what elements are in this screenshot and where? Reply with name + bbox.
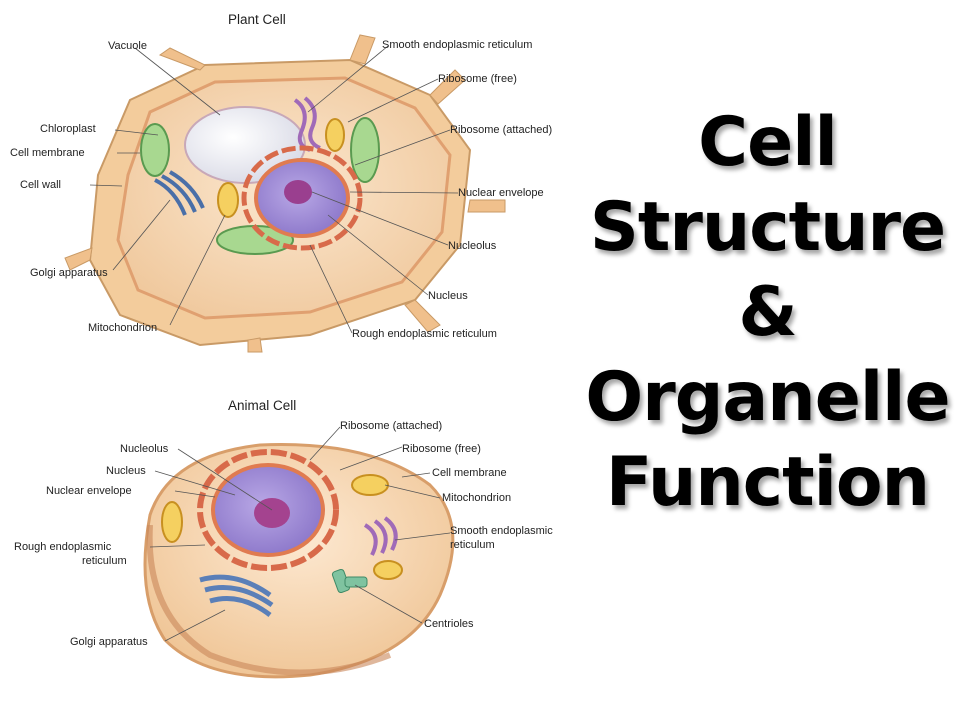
label-rough-er: Rough endoplasmic reticulum [352, 328, 497, 340]
plant-cell-title: Plant Cell [228, 12, 286, 27]
label-golgi: Golgi apparatus [30, 267, 108, 279]
golgi-apparatus [199, 574, 274, 617]
label-mitochondrion: Mitochondrion [88, 322, 157, 334]
label-mitochondrion: Mitochondrion [442, 492, 511, 504]
golgi-apparatus [154, 170, 205, 216]
label-nuclear-envelope: Nuclear envelope [46, 485, 132, 497]
animal-cell-diagram: Animal Cell Nucleolus Nucleus Nuclear en… [10, 385, 570, 700]
slide-title-line: & [738, 273, 797, 352]
chloroplast [140, 123, 170, 177]
label-ribosome-free: Ribosome (free) [402, 443, 481, 455]
label-nucleus: Nucleus [428, 290, 468, 302]
label-nucleolus: Nucleolus [448, 240, 497, 252]
rough-er [197, 449, 339, 571]
slide-title-line: Organelle [585, 358, 950, 437]
mitochondrion [217, 182, 239, 218]
mitochondrion [325, 118, 345, 152]
label-smooth-er-line1: Smooth endoplasmic [450, 525, 553, 537]
nucleolus [284, 180, 312, 204]
label-chloroplast: Chloroplast [40, 123, 96, 135]
animal-cell-svg: Animal Cell Nucleolus Nucleus Nuclear en… [14, 398, 553, 679]
label-cell-membrane: Cell membrane [432, 467, 507, 479]
rough-er [241, 145, 363, 251]
mitochondrion [161, 501, 183, 543]
animal-cell-title: Animal Cell [228, 398, 296, 413]
slide-title-line: Cell [698, 103, 838, 182]
label-nucleus: Nucleus [106, 465, 146, 477]
slide-title: Cell Structure & Organelle Function [575, 100, 960, 525]
plant-cell-diagram: Plant Cell Vacuole Chloroplast Cell memb… [10, 0, 570, 355]
cell-membrane [146, 524, 392, 676]
plant-cell-svg: Plant Cell Vacuole Chloroplast Cell memb… [10, 12, 552, 353]
label-ribosome-attached: Ribosome (attached) [450, 124, 552, 136]
mitochondrion [373, 560, 403, 580]
label-nuclear-envelope: Nuclear envelope [458, 187, 544, 199]
slide-title-line: Structure [589, 188, 946, 267]
cell-wall-extension [429, 69, 466, 105]
cell-wall-extension [404, 299, 441, 333]
cell-wall-extension [467, 199, 506, 213]
centrioles [331, 568, 368, 594]
cell-wall-extension [247, 337, 263, 353]
label-nucleolus: Nucleolus [120, 443, 169, 455]
chloroplast [350, 117, 380, 183]
label-vacuole: Vacuole [108, 40, 147, 52]
cell-wall-extension [64, 247, 93, 271]
slide-title-line: Function [605, 443, 930, 522]
label-golgi: Golgi apparatus [70, 636, 148, 648]
smooth-er [363, 516, 398, 556]
label-smooth-er: Smooth endoplasmic reticulum [382, 39, 532, 51]
label-cell-wall: Cell wall [20, 179, 61, 191]
plant-leader-lines [89, 45, 459, 334]
label-rough-er-line1: Rough endoplasmic [14, 541, 112, 553]
animal-leader-lines [149, 426, 451, 642]
label-ribosome-attached: Ribosome (attached) [340, 420, 442, 432]
label-cell-membrane: Cell membrane [10, 147, 85, 159]
cell-wall-extension [158, 47, 206, 71]
mitochondrion [351, 474, 389, 496]
label-smooth-er-line2: reticulum [450, 539, 495, 551]
label-rough-er-line2: reticulum [82, 555, 127, 567]
nucleolus [254, 498, 290, 528]
label-ribosome-free: Ribosome (free) [438, 73, 517, 85]
cell-wall-extension [349, 34, 376, 65]
label-centrioles: Centrioles [424, 618, 474, 630]
